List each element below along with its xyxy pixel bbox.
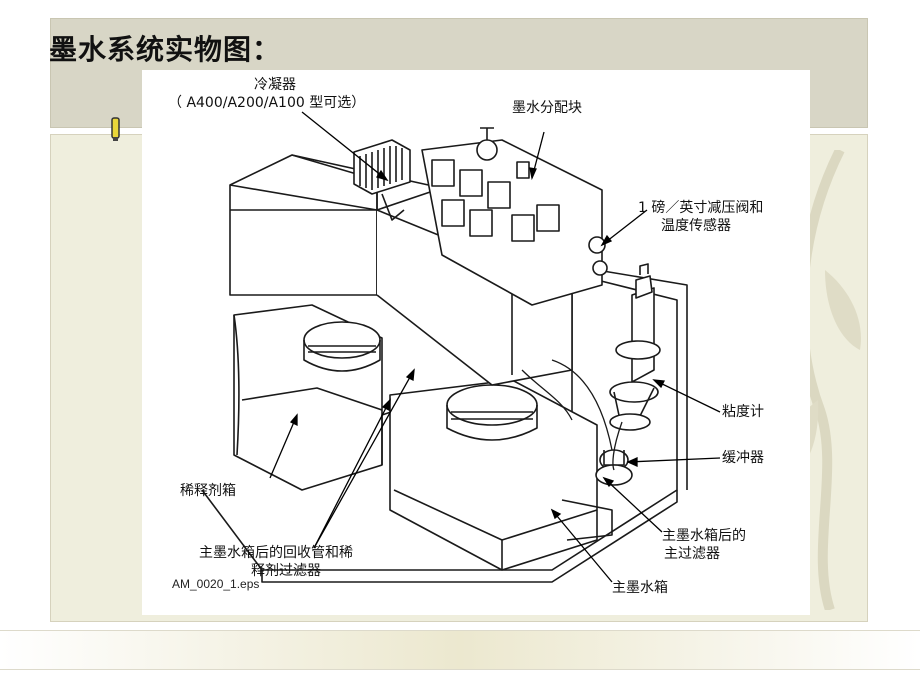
ink-system-diagram: 冷凝器 （ A400/A200/A100 型可选） 墨水分配块 1 磅／英寸减压… <box>142 70 810 615</box>
footer-bar <box>0 630 920 670</box>
damper <box>595 449 633 486</box>
page-title: 墨水系统实物图： <box>49 33 282 66</box>
label-damper: 缓冲器 <box>722 450 764 466</box>
label-ink-manifold: 墨水分配块 <box>512 100 582 116</box>
base-plate <box>201 279 678 571</box>
tank-caps <box>303 321 538 441</box>
source-filename: AM_0020_1.eps <box>172 577 260 591</box>
label-main-filter-line1: 主墨水箱后的 <box>662 528 746 544</box>
ink-manifold-block <box>421 127 608 306</box>
label-viscometer: 粘度计 <box>722 404 764 420</box>
label-condenser: 冷凝器 <box>254 77 296 93</box>
condenser-unit <box>353 139 411 221</box>
label-main-tank: 主墨水箱 <box>612 580 668 596</box>
label-return-filter-line2: 释剂过滤器 <box>251 563 321 579</box>
tubing <box>521 359 623 471</box>
label-return-filter-line1: 主墨水箱后的回收管和稀 <box>199 545 353 561</box>
label-pressure-valve-line2: 温度传感器 <box>661 218 731 234</box>
label-solvent-tank: 稀释剂箱 <box>180 483 236 499</box>
bullet-icon <box>111 117 120 141</box>
label-main-filter-line2: 主过滤器 <box>664 546 720 562</box>
label-pressure-valve-line1: 1 磅／英寸减压阀和 <box>638 200 764 216</box>
label-condenser-models: （ A400/A200/A100 型可选） <box>168 95 366 111</box>
ink-system-drawing <box>201 111 721 583</box>
